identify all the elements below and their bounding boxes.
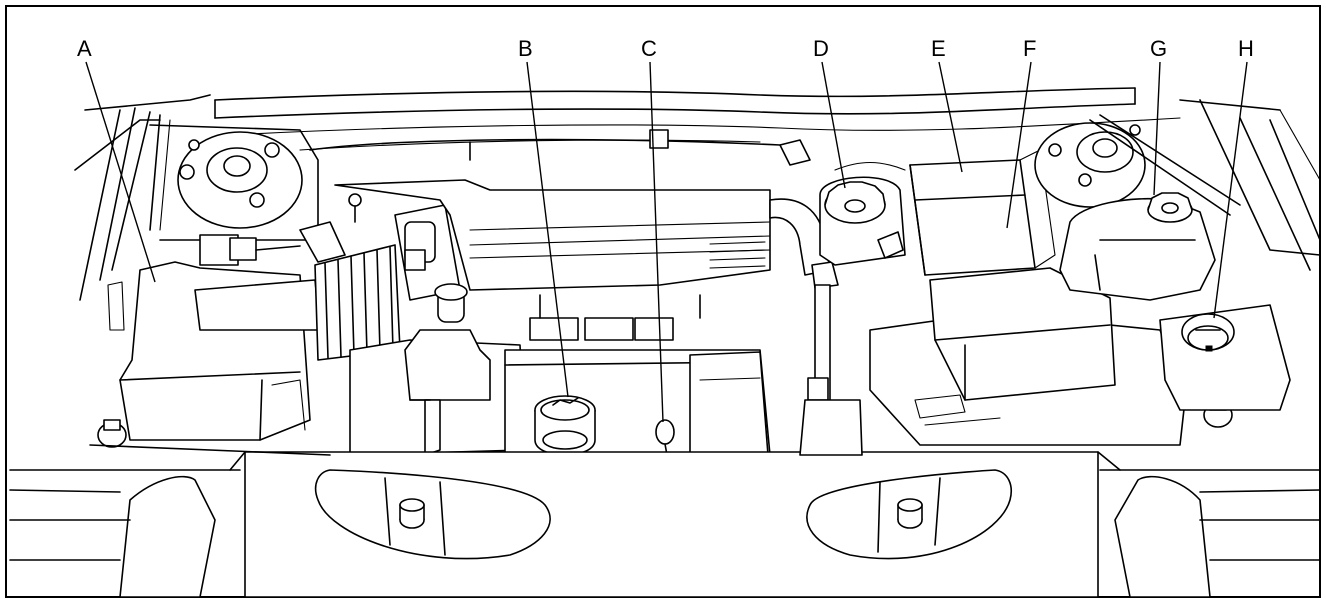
leader-lines [85,61,1248,423]
left-hood-bumper [314,469,551,560]
left-strut-tower [177,131,303,229]
brake-fluid-reservoir [1059,192,1216,301]
hood-edge [214,87,1181,151]
left-fender [74,94,319,301]
right-strut-tower [1034,114,1241,216]
leader-g [1153,61,1161,196]
callout-c: C [641,36,657,61]
mass-airflow-sensor [199,234,301,266]
leader-b [526,61,569,398]
callout-labels: A B C D E F G H [77,36,1254,61]
coolant-tank [819,176,906,266]
ignition-coils [529,294,701,341]
firewall-hoses [309,129,906,171]
callout-h: H [1238,36,1254,61]
pcv-hose [404,283,491,456]
leader-f [1006,61,1032,229]
callout-f: F [1023,36,1036,61]
engine-cover [334,179,771,291]
leader-e [938,61,963,173]
battery-box [869,267,1186,446]
callout-b: B [518,36,533,61]
intake-duct [194,221,401,361]
callout-d: D [813,36,829,61]
right-hood-bumper [806,469,1012,560]
leader-c [649,61,664,423]
oil-dipstick [655,419,675,456]
leader-a [85,61,156,283]
radiator-hose [769,198,863,456]
callout-e: E [931,36,946,61]
lower-engine-block [349,339,771,456]
leader-d [821,61,846,189]
washer-fluid-reservoir [1159,304,1291,411]
callout-a: A [77,36,92,61]
fuse-block [909,149,1056,276]
leader-h [1213,61,1248,319]
callout-g: G [1150,36,1167,61]
lower-left-fender [9,419,331,598]
throttle-body [348,193,461,301]
right-fender [1179,99,1321,271]
oil-fill-cap [534,395,596,456]
